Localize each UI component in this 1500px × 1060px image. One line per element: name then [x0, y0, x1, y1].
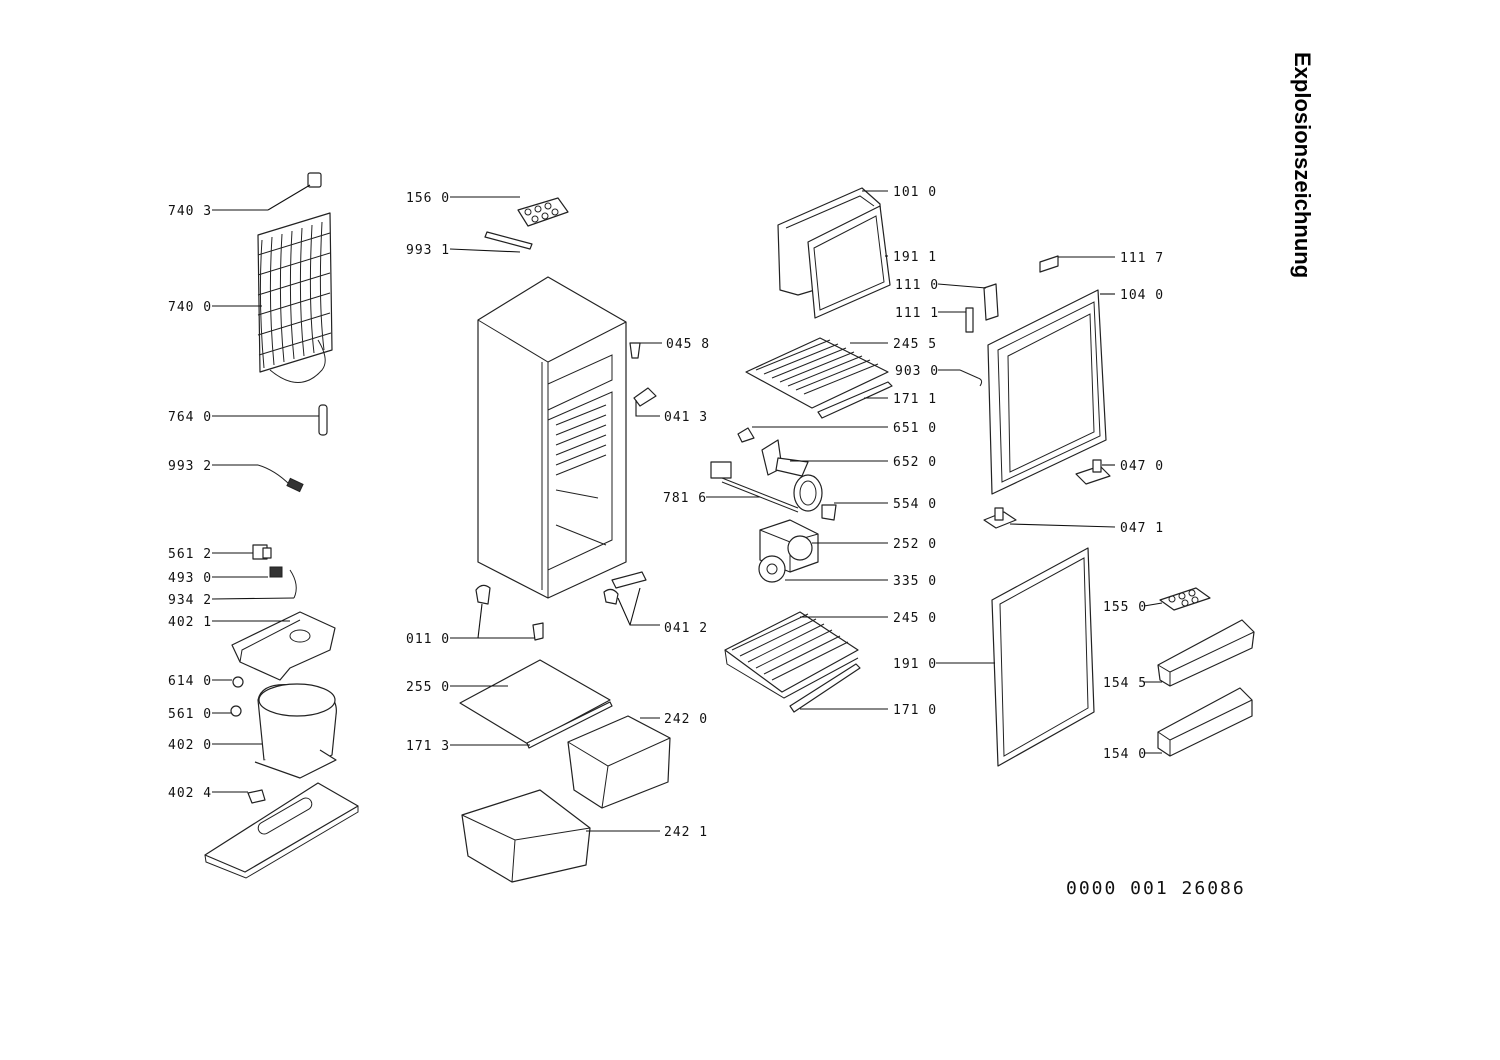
part-number-label-1713: 171 3: [406, 739, 450, 754]
part-402-0-compressor: 402 0: [168, 683, 337, 779]
part-number-label-1711: 171 1: [893, 392, 937, 407]
part-number-label-1117: 111 7: [1120, 251, 1164, 266]
part-number-label-1545: 154 5: [1103, 676, 1147, 691]
part-number-label-1560: 156 0: [406, 191, 450, 206]
part-number-label-0110: 011 0: [406, 632, 450, 647]
part-045-8-pin: 045 8: [629, 337, 710, 359]
part-154-5-door-bin: 154 5: [1103, 619, 1255, 691]
part-number-label-0471: 047 1: [1120, 521, 1164, 536]
part-number-label-2450: 245 0: [893, 611, 937, 626]
part-number-label-6520: 652 0: [893, 455, 937, 470]
part-171-1-trim: 171 1: [817, 381, 937, 419]
part-155-0-egg-tray: 155 0: [1103, 587, 1211, 615]
part-number-label-1111: 111 1: [895, 306, 939, 321]
part-number-label-0412: 041 2: [664, 621, 708, 636]
part-191-0-door-gasket: 191 0: [893, 547, 1095, 767]
part-number-label-4930: 493 0: [168, 571, 212, 586]
part-493-0-clip: 493 0: [168, 566, 283, 586]
part-554-0-thermostat: 554 0: [793, 474, 937, 521]
part-561-2-relay: 561 2: [168, 544, 272, 562]
part-740-0-condenser: 740 0: [168, 212, 333, 383]
part-number-label-7403: 740 3: [168, 204, 212, 219]
part-number-label-7400: 740 0: [168, 300, 212, 315]
part-402-1-cover: 402 1: [168, 611, 336, 681]
part-111-0-handle: 111 0: [895, 278, 999, 321]
part-base-plate: [204, 782, 359, 879]
part-171-0-trim: 171 0: [789, 663, 937, 718]
part-154-0-door-bin: 154 0: [1103, 687, 1253, 762]
part-252-0-control-housing: 252 0: [759, 519, 937, 573]
part-number-label-3350: 335 0: [893, 574, 937, 589]
part-number-label-1010: 101 0: [893, 185, 937, 200]
part-934-2-wire: 934 2: [168, 569, 297, 608]
part-245-5-wire-shelf: 245 5: [745, 337, 937, 409]
part-number-label-4024: 402 4: [168, 786, 212, 801]
part-number-label-7816: 781 6: [663, 491, 707, 506]
part-number-label-5540: 554 0: [893, 497, 937, 512]
part-111-1-cap: 111 1: [895, 306, 974, 333]
part-903-0-screw: 903 0: [895, 364, 983, 387]
part-number-label-2550: 255 0: [406, 680, 450, 695]
part-number-label-5610: 561 0: [168, 707, 212, 722]
part-number-label-9030: 903 0: [895, 364, 939, 379]
part-111-7-cap: 111 7: [1039, 251, 1164, 273]
part-number-label-9931: 993 1: [406, 243, 450, 258]
part-number-label-6140: 614 0: [168, 674, 212, 689]
part-242-1-crisper: 242 1: [461, 789, 708, 883]
part-cabinet: [477, 276, 627, 599]
part-number-label-0413: 041 3: [664, 410, 708, 425]
part-781-6-thermostat-rod: 781 6: [663, 461, 799, 513]
part-number-label-2520: 252 0: [893, 537, 937, 552]
part-041-2-hinge: 041 2: [603, 571, 708, 636]
part-993-1-sensor: 993 1: [406, 231, 533, 258]
part-047-1-hinge: 047 1: [983, 507, 1164, 536]
part-191-1-gasket: 191 1: [807, 205, 937, 319]
part-255-0-glass-shelf: 255 0: [406, 659, 611, 745]
diagram-title: Explosionszeichnung: [1290, 52, 1315, 278]
part-740-3-drier: 740 3: [168, 172, 322, 219]
part-245-0-wire-shelf: 245 0: [724, 611, 937, 699]
part-number-label-4021: 402 1: [168, 615, 212, 630]
part-number-label-1910: 191 0: [893, 657, 937, 672]
part-number-label-9342: 934 2: [168, 593, 212, 608]
part-652-0-lamp-holder: 652 0: [761, 439, 937, 477]
part-104-0-door: 104 0: [987, 288, 1164, 495]
part-number-label-1110: 111 0: [895, 278, 939, 293]
part-047-0-hinge: 047 0: [1075, 459, 1164, 485]
part-number-label-1550: 155 0: [1103, 600, 1147, 615]
part-number-label-5612: 561 2: [168, 547, 212, 562]
part-number-label-1911: 191 1: [893, 250, 937, 265]
part-402-4-bracket: 402 4: [168, 786, 266, 804]
part-number-label-7640: 764 0: [168, 410, 212, 425]
part-764-0-capillary: 764 0: [168, 404, 328, 436]
part-number-label-0470: 047 0: [1120, 459, 1164, 474]
part-171-3-trim: 171 3: [406, 701, 613, 754]
part-156-0-ice-tray: 156 0: [406, 191, 569, 227]
part-614-0-grommet: 614 0: [168, 674, 244, 689]
part-041-3-hinge: 041 3: [633, 387, 708, 425]
part-number-label-1040: 104 0: [1120, 288, 1164, 303]
part-number-label-2421: 242 1: [664, 825, 708, 840]
drawing-number: 0000 001 26086: [1066, 878, 1246, 899]
part-number-label-6510: 651 0: [893, 421, 937, 436]
part-number-label-9932: 993 2: [168, 459, 212, 474]
part-561-0-starter: 561 0: [168, 705, 242, 722]
part-number-label-1540: 154 0: [1103, 747, 1147, 762]
part-number-label-4020: 402 0: [168, 738, 212, 753]
part-number-label-0458: 045 8: [666, 337, 710, 352]
part-242-0-crisper: 242 0: [567, 712, 708, 809]
part-993-2-cable: 993 2: [168, 459, 304, 493]
part-335-0-knob: 335 0: [758, 555, 937, 589]
part-number-label-1710: 171 0: [893, 703, 937, 718]
part-number-label-2420: 242 0: [664, 712, 708, 727]
part-011-0-foot: 011 0: [406, 584, 544, 647]
part-number-label-2455: 245 5: [893, 337, 937, 352]
part-651-0-lamp: 651 0: [737, 421, 937, 443]
